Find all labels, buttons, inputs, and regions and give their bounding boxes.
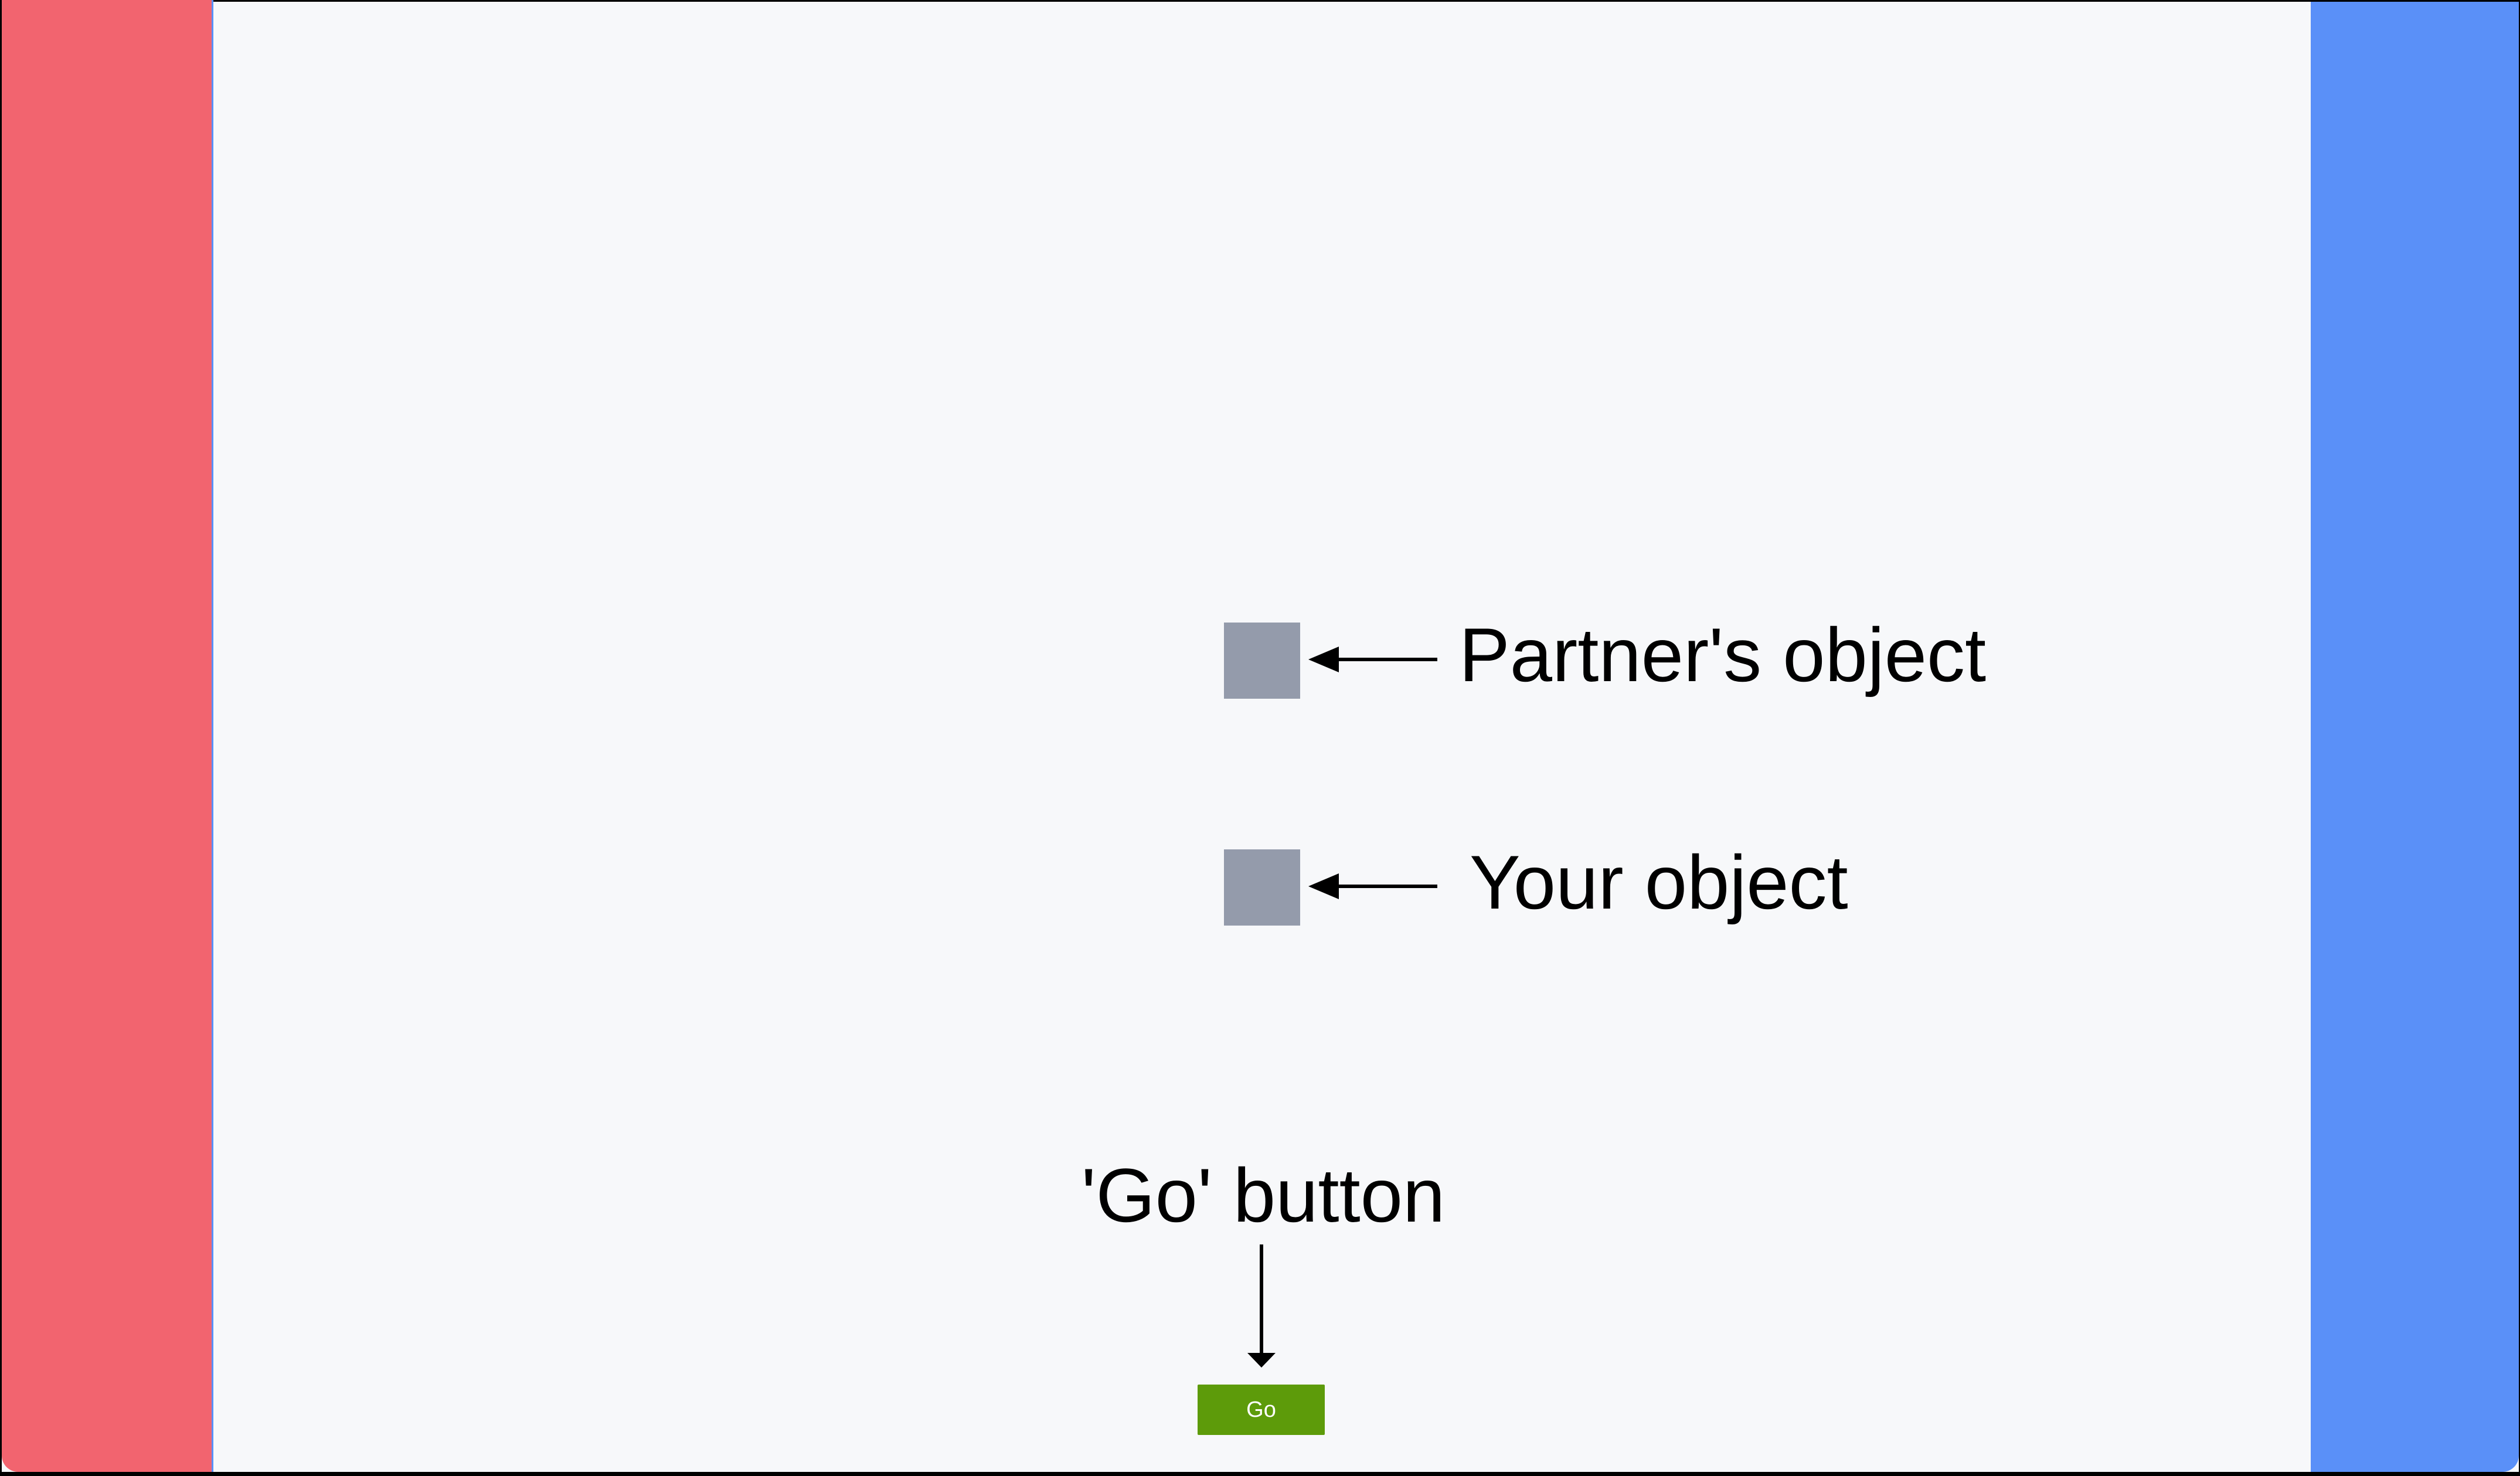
partner-object-annotation: Partner's object bbox=[1459, 612, 1987, 698]
left-arrow-icon bbox=[1308, 647, 1437, 672]
partner-object-square bbox=[1224, 623, 1300, 699]
your-object-square[interactable] bbox=[1224, 849, 1300, 926]
go-button[interactable]: Go bbox=[1198, 1385, 1325, 1435]
red-wall bbox=[2, 0, 213, 1472]
your-object-annotation: Your object bbox=[1470, 839, 1848, 925]
down-arrow-icon bbox=[1247, 1244, 1276, 1368]
blue-wall bbox=[2311, 2, 2519, 1472]
left-arrow-icon bbox=[1308, 873, 1437, 899]
go-button-annotation: 'Go' button bbox=[1081, 1152, 1446, 1238]
